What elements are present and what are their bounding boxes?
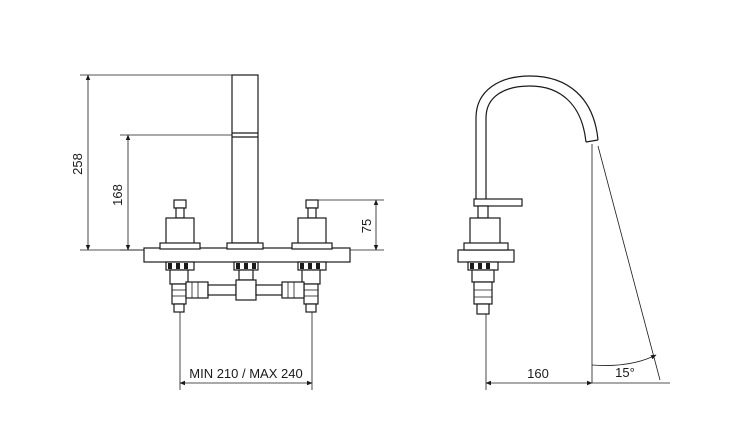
side-valve: [457, 205, 515, 315]
water-jet: [591, 144, 661, 383]
dim-angle: 15°: [591, 354, 670, 384]
right-handle-valve: [291, 199, 333, 313]
dim-total-height-label: 258: [70, 153, 85, 175]
dim-handle-height: 75: [318, 199, 384, 251]
dim-spout-handshower-height: 168: [110, 134, 232, 251]
dim-projection-label: 160: [527, 366, 549, 381]
dim-handle-height-label: 75: [359, 219, 374, 233]
dim-spread: MIN 210 / MAX 240: [179, 312, 313, 390]
dim-projection: 160: [485, 314, 593, 390]
dim-angle-label: 15°: [615, 365, 635, 380]
connecting-pipe: [185, 279, 305, 301]
dim-spread-label: MIN 210 / MAX 240: [189, 366, 302, 381]
front-view: 258 168 75 MIN 210 / MAX 240: [70, 74, 384, 390]
spout: [475, 75, 599, 203]
handshower: [226, 74, 264, 281]
left-handle-valve: [159, 199, 201, 313]
dim-spout-handshower-height-label: 168: [110, 184, 125, 206]
lever: [473, 198, 523, 207]
side-view: 160 15°: [457, 75, 670, 390]
deck-plate: [143, 247, 351, 263]
dim-total-height: 258: [70, 74, 232, 251]
